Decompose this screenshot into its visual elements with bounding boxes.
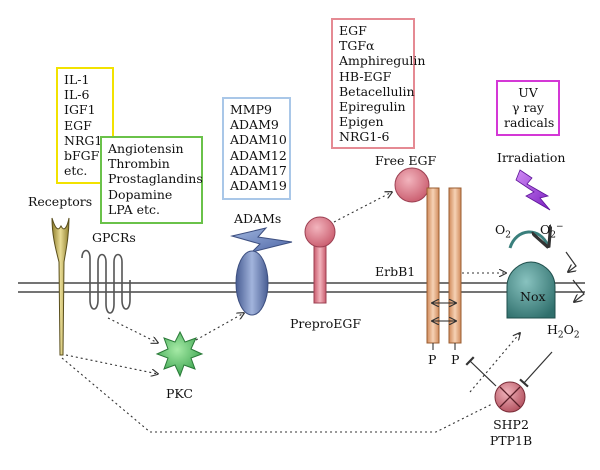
adams-label: ADAMs (234, 211, 282, 226)
box-item: ADAM9 (230, 117, 279, 133)
box-item: HB-EGF (339, 68, 392, 84)
box-item: Amphiregulin (339, 53, 426, 69)
box-item: ADAM10 (230, 132, 287, 148)
receptor-shape (51, 217, 70, 356)
box-item: ADAM19 (230, 178, 287, 194)
box-item: Betacellulin (339, 83, 415, 99)
preproegf-head-shape (304, 216, 336, 248)
egf-ligands-box: EGF TGFα Amphiregulin HB-EGF Betacelluli… (331, 18, 426, 149)
preproegf-stem-shape (313, 244, 327, 304)
receptors-label: Receptors (28, 194, 93, 209)
box-item: IL-1 (64, 72, 90, 87)
nox-label: Nox (520, 289, 546, 304)
erbb1-right-chain (448, 187, 462, 344)
o2-to-superoxide-arrow (508, 232, 548, 248)
box-item: Angiotensin (108, 141, 184, 156)
free-egf-shape (394, 167, 430, 203)
box-item: UV (518, 85, 538, 100)
box-item: MMP9 (230, 102, 272, 117)
box-item: NRG1-6 (339, 129, 390, 145)
box-item: TGFα (339, 38, 375, 54)
box-item: IL-6 (64, 87, 90, 103)
shp2-x-2 (499, 386, 521, 408)
preproegf-label: PreproEGF (290, 316, 362, 331)
box-item: radicals (504, 115, 555, 131)
box-item: NRG1 (64, 132, 103, 148)
superoxide-to-h2o2-arrow-1 (565, 251, 577, 272)
receptor-to-pkc-arrow (65, 354, 158, 374)
p-left-label: P (428, 352, 437, 367)
superoxide-letter: O (540, 222, 551, 238)
dotted-connections (61, 192, 520, 433)
adam-body-shape (235, 250, 269, 316)
box-item: γ ray (512, 100, 544, 116)
pkc-star-shape (155, 330, 204, 378)
o2-letter: O (495, 222, 506, 237)
irradiation-label: Irradiation (497, 150, 566, 165)
preproegf-to-free-egf-arrow (333, 192, 392, 223)
shp2-inhibits-p (465, 356, 497, 387)
o2-subscript: 2 (505, 230, 511, 241)
p-right-label: P (451, 352, 460, 367)
box-item: ADAM17 (230, 162, 287, 178)
box-item: Epigen (339, 114, 384, 130)
box-item: Epiregulin (339, 99, 406, 115)
shp2-label: SHP2 (493, 417, 529, 432)
h2o2-sub-1: 2 (557, 330, 564, 341)
box-item: etc. (64, 163, 88, 179)
adams-list-box: MMP9 ADAM9 ADAM10 ADAM12 ADAM17 ADAM19 (222, 97, 291, 200)
nox-shape (506, 261, 556, 319)
h2o2-h: H (547, 322, 558, 337)
gpcr-shape (81, 249, 131, 314)
erbb1-label: ErbB1 (375, 264, 416, 279)
erbb1-left-chain (426, 187, 440, 344)
o2-label: O2 (495, 222, 511, 241)
h2o2-label: H2O2 (547, 322, 580, 341)
box-item: Prostaglandins (108, 171, 203, 187)
box-item: IGF1 (64, 102, 96, 118)
receptor-to-shp2-path (61, 357, 493, 433)
adam-bolt-shape (230, 227, 293, 253)
h2o2-inhibits-shp2 (519, 351, 553, 388)
box-item: Thrombin (108, 156, 170, 172)
superoxide-to-h2o2-arrow-2 (573, 279, 585, 302)
box-item: LPA etc. (108, 201, 160, 217)
solid-connections (465, 251, 585, 388)
box-item: Dopamine (108, 186, 173, 202)
h2o2-sub-2: 2 (573, 330, 580, 341)
gpcrs-label: GPCRs (92, 230, 136, 245)
box-item: EGF (339, 23, 367, 38)
box-item: bFGF (64, 148, 100, 164)
free-egf-label: Free EGF (375, 153, 437, 168)
irradiation-sources-box: UV γ ray radicals (496, 80, 560, 136)
gpcr-to-pkc-arrow (107, 317, 158, 343)
receptor-ligands-box: IL-1 IL-6 IGF1 EGF NRG1 bFGF etc. (56, 67, 114, 184)
irradiation-bolt-shape (515, 169, 551, 211)
superoxide-label: O2− (540, 222, 564, 241)
ptp1b-label: PTP1B (489, 433, 533, 448)
box-item: EGF (64, 117, 92, 133)
h2o2-o: O (563, 322, 574, 337)
superoxide-superscript: − (555, 222, 564, 232)
superoxide-subscript: 2 (550, 230, 556, 241)
gpcr-ligands-box: Angiotensin Thrombin Prostaglandins Dopa… (100, 136, 203, 224)
pkc-label: PKC (166, 386, 193, 401)
pkc-to-adam-arrow (195, 313, 244, 341)
box-item: ADAM12 (230, 147, 287, 163)
